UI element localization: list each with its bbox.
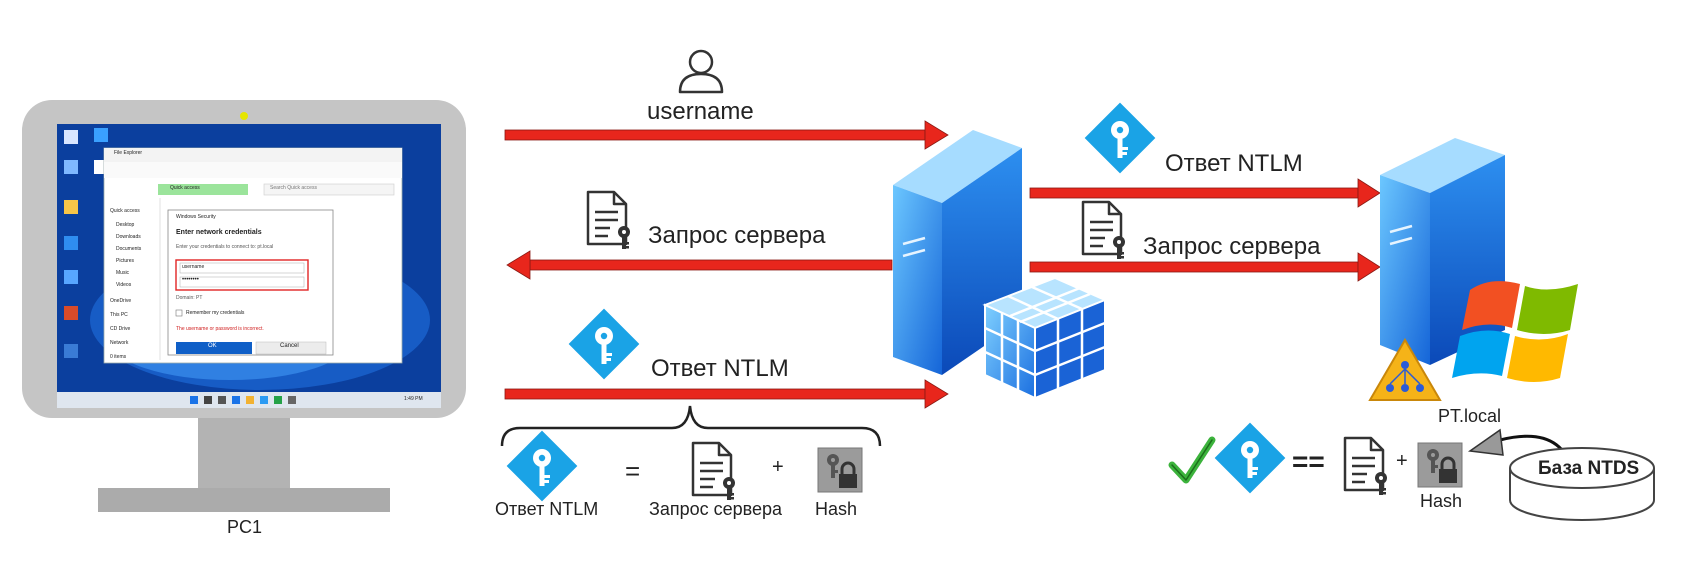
windows-logo-icon xyxy=(1452,281,1578,382)
explorer-sidebar-documents[interactable]: Documents xyxy=(116,246,142,252)
explorer-address[interactable]: Quick access xyxy=(170,185,200,191)
dialog-domain: Domain: PT xyxy=(176,295,203,301)
explorer-sidebar-quick[interactable]: Quick access xyxy=(110,208,140,214)
monitor-pc1 xyxy=(22,100,466,512)
taskbar xyxy=(57,392,441,408)
explorer-sidebar-cddrive[interactable]: CD Drive xyxy=(110,326,131,332)
active-directory-icon xyxy=(1368,338,1442,401)
dialog-subtitle: Enter your credentials to connect to: pt… xyxy=(176,244,274,250)
dc-request-document-icon xyxy=(1081,200,1127,261)
explorer-sidebar-onedrive[interactable]: OneDrive xyxy=(110,298,132,304)
explorer-sidebar-network[interactable]: Network xyxy=(110,340,129,346)
username-label: username xyxy=(647,98,754,125)
arrow-username xyxy=(504,120,949,150)
credential-dialog xyxy=(167,209,334,356)
check-mark-icon xyxy=(1168,436,1216,484)
dialog-ok-button[interactable]: OK xyxy=(208,343,217,349)
dialog-remember[interactable]: Remember my credentials xyxy=(186,310,245,316)
dc-ntlm-key-icon xyxy=(1084,102,1156,174)
ntds-database-icon xyxy=(1509,447,1655,521)
arrow-ntlm-response xyxy=(504,379,949,409)
ntds-db-label: База NTDS xyxy=(1538,458,1640,479)
eq-hash-label: Hash xyxy=(815,499,858,519)
arrow-server-request xyxy=(506,250,893,280)
arrow-dc-request xyxy=(1029,252,1381,282)
explorer-sidebar-downloads[interactable]: Downloads xyxy=(116,234,141,240)
explorer-sidebar-desktop[interactable]: Desktop xyxy=(116,222,135,228)
dc-eq-document-icon xyxy=(1343,436,1389,497)
dc-eq-hash-icon xyxy=(1416,441,1464,489)
taskbar-clock: 1:49 PM xyxy=(404,396,423,402)
dialog-error: The username or password is incorrect. xyxy=(176,326,264,332)
dc-plus: + xyxy=(1396,450,1408,472)
dialog-header: Windows Security xyxy=(176,214,216,220)
dc-hash-label: Hash xyxy=(1420,491,1463,511)
ntlm-key-icon xyxy=(568,308,640,380)
dc-double-equals: == xyxy=(1292,446,1325,477)
file-server-icon xyxy=(893,130,1022,375)
curly-brace xyxy=(500,405,882,447)
explorer-sidebar-music[interactable]: Music xyxy=(116,270,130,276)
eq-hash-icon xyxy=(816,446,864,494)
server-request-label: Запрос сервера xyxy=(648,222,826,249)
dc-label: PT.local xyxy=(1438,406,1502,426)
dc-server-request-label: Запрос сервера xyxy=(1143,233,1321,260)
eq-ntlm-label: Ответ NTLM xyxy=(495,499,599,519)
eq-equals: = xyxy=(625,456,641,486)
explorer-sidebar-videos[interactable]: Videos xyxy=(116,282,132,288)
eq-request-label: Запрос сервера xyxy=(649,499,783,519)
data-cube-icon xyxy=(982,276,1108,400)
explorer-search[interactable]: Search Quick access xyxy=(270,185,317,191)
explorer-title: File Explorer xyxy=(114,150,143,156)
ntlm-response-label: Ответ NTLM xyxy=(651,355,789,382)
eq-plus: + xyxy=(772,456,784,478)
request-document-icon xyxy=(586,190,632,251)
explorer-sidebar-thispc[interactable]: This PC xyxy=(110,312,128,318)
explorer-sidebar-pictures[interactable]: Pictures xyxy=(116,258,135,264)
dc-eq-key-icon xyxy=(1214,422,1286,494)
dialog-password-field[interactable]: •••••••• xyxy=(182,277,199,283)
arrow-dc-ntlm xyxy=(1029,178,1381,208)
eq-request-document-icon xyxy=(691,441,737,502)
pc-label: PC1 xyxy=(227,517,263,537)
user-icon xyxy=(678,49,724,94)
dialog-username-field[interactable]: username xyxy=(182,264,205,270)
dialog-cancel-button[interactable]: Cancel xyxy=(280,343,299,349)
dialog-title: Enter network credentials xyxy=(176,229,262,236)
explorer-status: 0 items xyxy=(110,354,127,360)
dc-ntlm-response-label: Ответ NTLM xyxy=(1165,150,1303,177)
eq-ntlm-key-icon xyxy=(506,430,578,502)
